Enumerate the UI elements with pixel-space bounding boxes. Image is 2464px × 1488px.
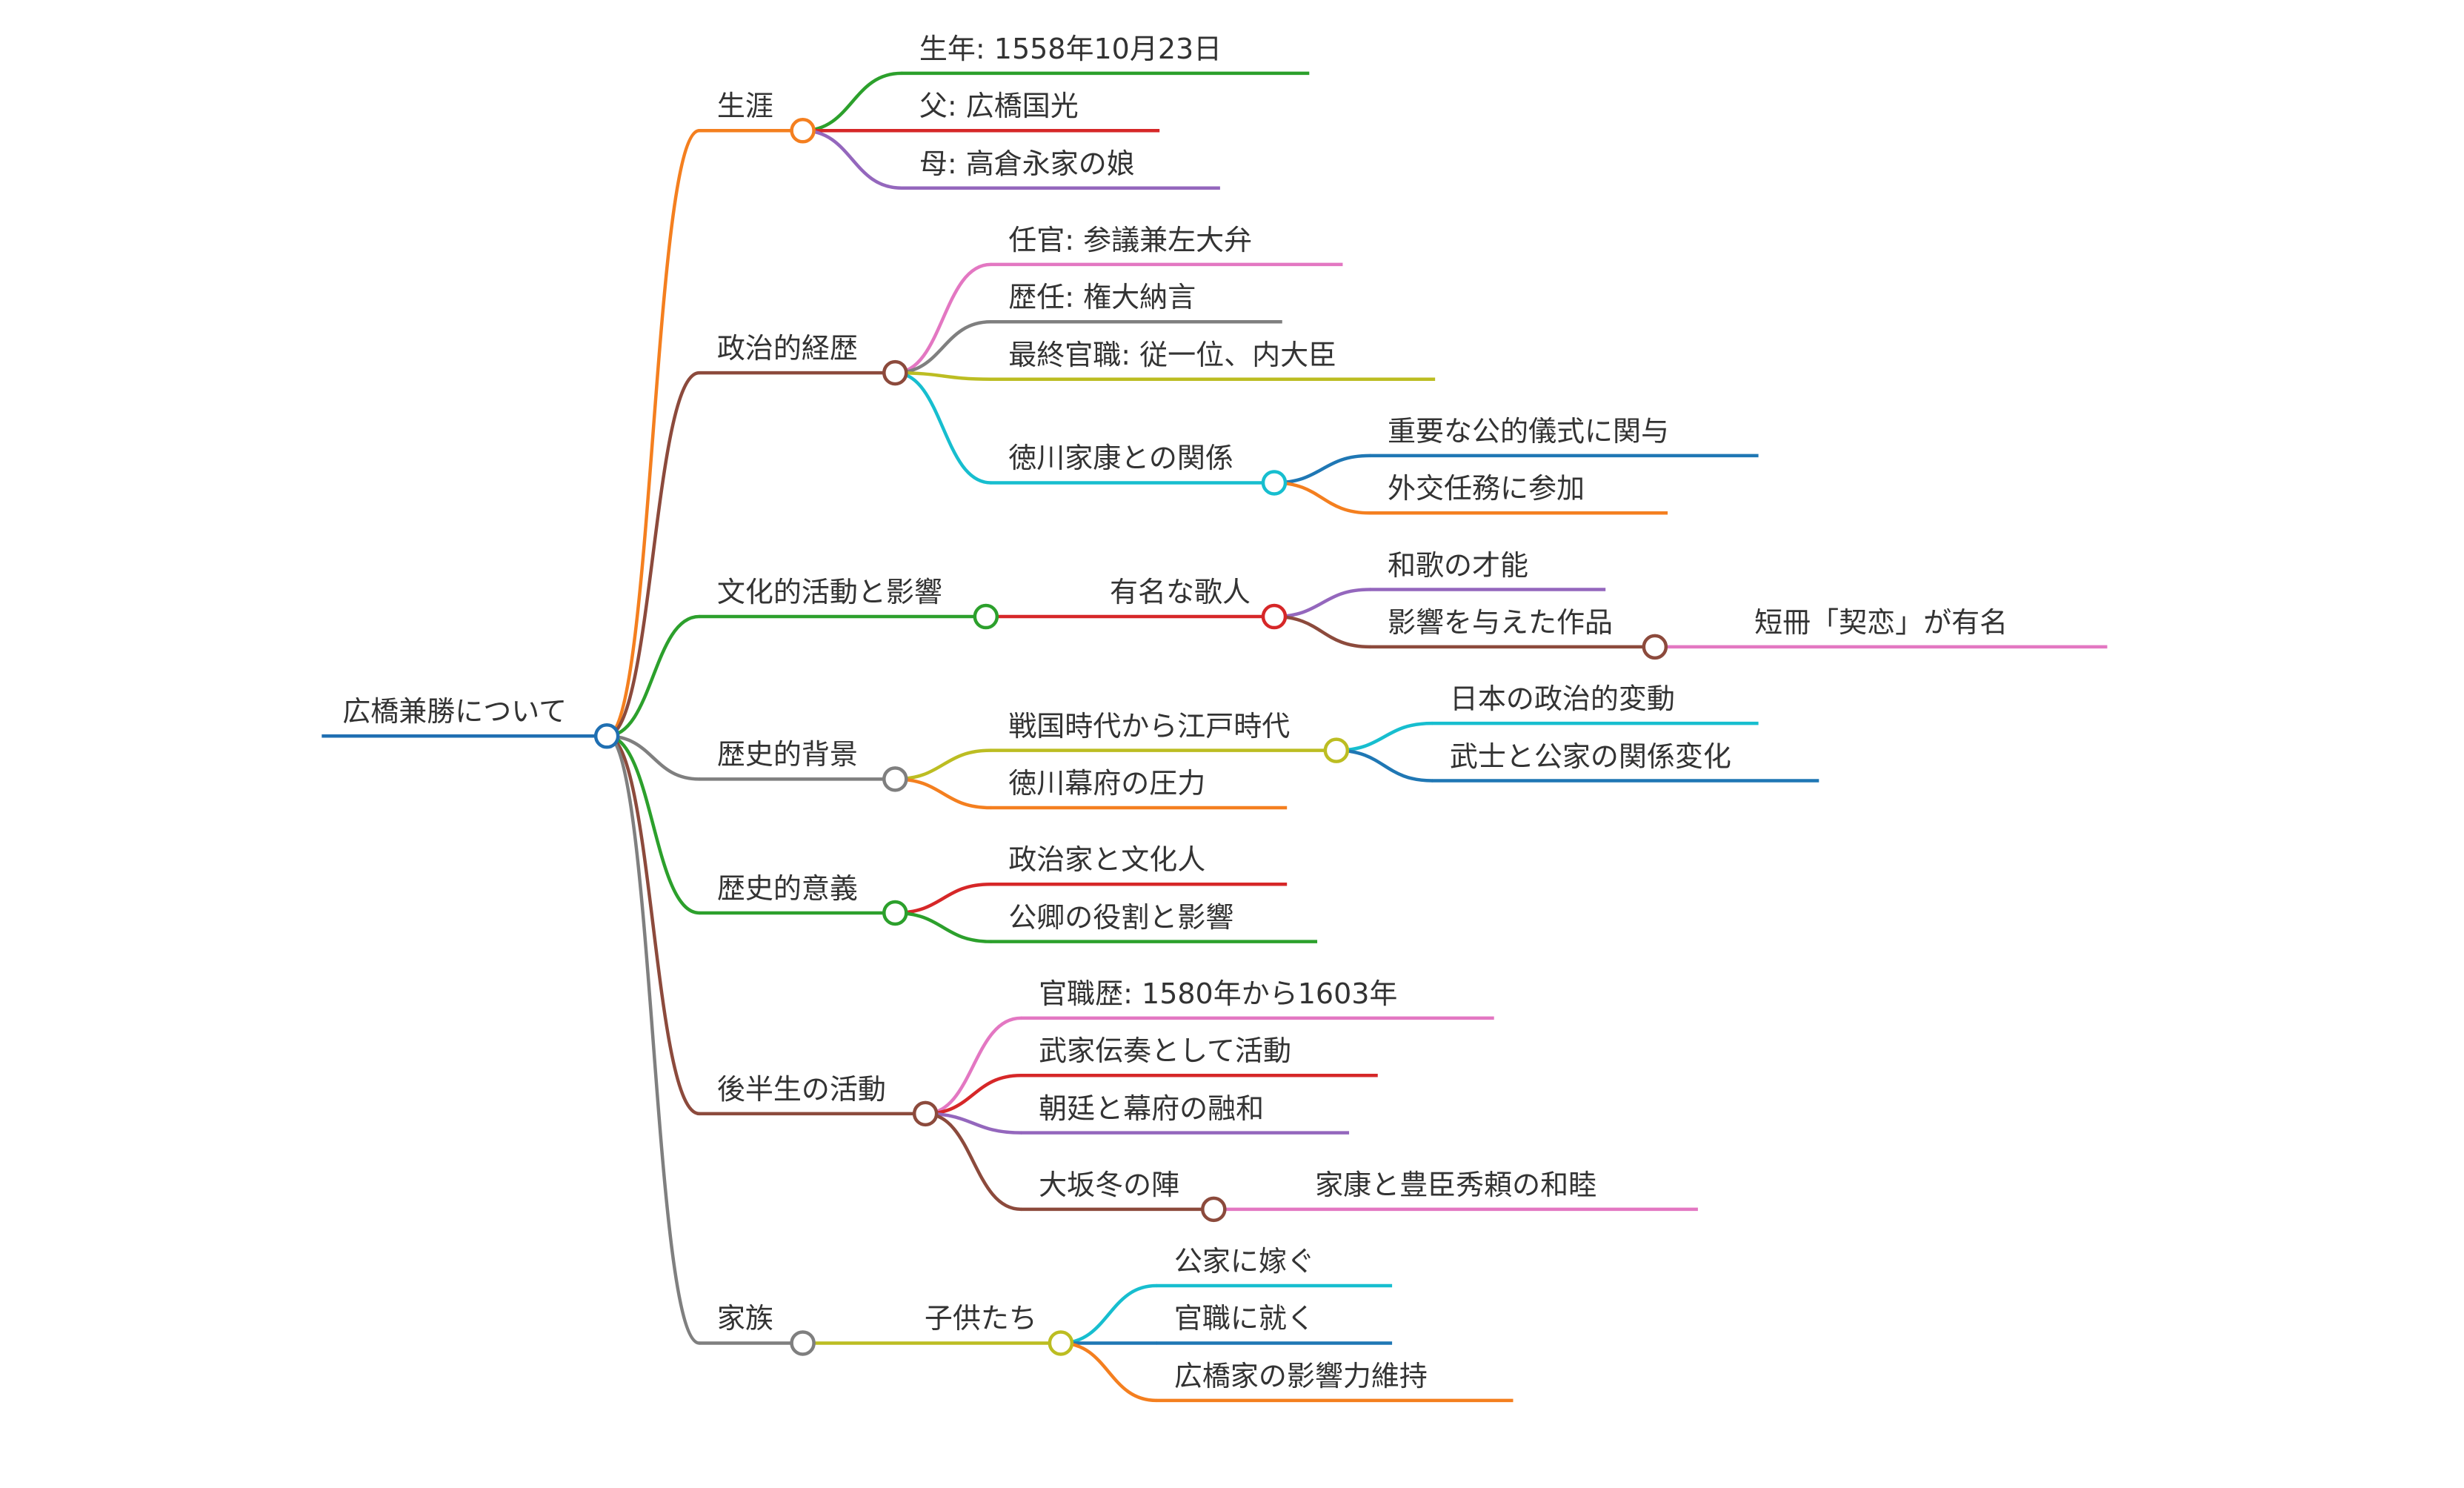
sub-node: 徳川家康との関係 <box>1008 442 1233 475</box>
connector-line <box>801 129 904 190</box>
sub-node: 子供たち <box>924 1302 1037 1335</box>
connector-line <box>605 734 702 915</box>
connector-line <box>1059 1341 1159 1403</box>
connector-line <box>893 883 993 915</box>
connector-line <box>893 748 993 781</box>
leaf-node: 母: 高倉永家の娘 <box>919 147 1135 180</box>
leaf-node: 父: 広橋国光 <box>919 90 1079 123</box>
branch-node: 政治的経歴 <box>716 332 858 365</box>
leaf-node: 官職に就く <box>1173 1302 1315 1335</box>
connector-line <box>801 71 904 133</box>
connector-line <box>923 1112 1023 1212</box>
branch-node: 文化的活動と影響 <box>716 576 942 609</box>
node-toggle-circle[interactable] <box>882 766 908 792</box>
connector-line <box>893 371 993 485</box>
node-toggle-circle[interactable] <box>1261 470 1288 496</box>
root-node: 広橋兼勝について <box>342 695 567 728</box>
leaf-node: 朝廷と幕府の融和 <box>1039 1092 1265 1125</box>
branch-node: 家族 <box>716 1302 773 1335</box>
leaf-node: 徳川幕府の圧力 <box>1008 767 1206 800</box>
connector-group <box>605 71 1657 1403</box>
sub-node: 影響を与えた作品 <box>1388 605 1614 639</box>
connector-line <box>923 1074 1023 1116</box>
connector-line <box>893 320 993 375</box>
sub-node: 有名な歌人 <box>1109 576 1251 609</box>
connector-line <box>605 734 702 1116</box>
leaf-node: 公家に嫁ぐ <box>1173 1245 1315 1278</box>
connector-line <box>605 614 702 738</box>
node-toggle-circle[interactable] <box>593 723 620 749</box>
connector-line <box>923 1112 1023 1135</box>
leaf-node: 日本の政治的変動 <box>1449 682 1675 716</box>
connector-line <box>893 777 993 810</box>
connector-line <box>1059 1283 1159 1345</box>
leaf-node: 広橋家の影響力維持 <box>1173 1359 1428 1392</box>
connector-line <box>605 129 702 738</box>
node-toggle-circle[interactable] <box>1261 603 1288 630</box>
connector-line <box>605 734 702 1345</box>
node-circle-group <box>593 118 1668 1356</box>
leaf-node: 外交任務に参加 <box>1388 472 1585 505</box>
connector-line <box>893 371 993 381</box>
node-toggle-circle[interactable] <box>1642 634 1668 660</box>
connector-line <box>1334 721 1434 752</box>
node-toggle-circle[interactable] <box>1323 737 1350 763</box>
leaf-node: 短冊「契恋」が有名 <box>1754 605 2008 639</box>
sub-node: 大坂冬の陣 <box>1039 1168 1180 1201</box>
node-toggle-circle[interactable] <box>882 359 908 386</box>
leaf-node: 生年: 1558年10月23日 <box>919 32 1222 65</box>
leaf-node: 最終官職: 従一位、内大臣 <box>1008 338 1337 371</box>
node-toggle-circle[interactable] <box>790 118 816 144</box>
leaf-node: 歴任: 権大納言 <box>1008 281 1196 314</box>
node-toggle-circle[interactable] <box>1048 1330 1074 1356</box>
leaf-node: 任官: 参議兼左大弁 <box>1008 223 1253 256</box>
leaf-node: 重要な公的儀式に関与 <box>1388 414 1670 448</box>
sub-node: 戦国時代から江戸時代 <box>1008 709 1291 743</box>
node-toggle-circle[interactable] <box>790 1330 816 1356</box>
connector-line <box>923 1016 1023 1116</box>
connector-line <box>605 734 702 781</box>
leaf-node: 武士と公家の関係変化 <box>1449 740 1731 773</box>
branch-node: 生涯 <box>716 90 773 123</box>
connector-line <box>1272 588 1372 619</box>
underline-group <box>322 71 2108 1403</box>
branch-node: 歴史的意義 <box>716 871 858 905</box>
connector-line <box>1272 614 1372 649</box>
connector-line <box>1272 454 1372 485</box>
node-toggle-circle[interactable] <box>973 603 999 630</box>
leaf-node: 官職歴: 1580年から1603年 <box>1039 977 1398 1010</box>
connector-line <box>893 911 993 943</box>
node-toggle-circle[interactable] <box>1201 1196 1227 1223</box>
leaf-node: 公卿の役割と影響 <box>1008 900 1234 934</box>
connector-line <box>893 262 993 375</box>
connector-line <box>605 371 702 738</box>
connector-line <box>1272 481 1372 515</box>
leaf-node: 政治家と文化人 <box>1008 843 1206 877</box>
node-toggle-circle[interactable] <box>912 1100 939 1127</box>
leaf-node: 家康と豊臣秀頼の和睦 <box>1315 1168 1597 1201</box>
node-toggle-circle[interactable] <box>882 900 908 926</box>
leaf-node: 武家伝奏として活動 <box>1039 1034 1292 1068</box>
connector-line <box>1334 748 1434 783</box>
branch-node: 後半生の活動 <box>716 1072 886 1106</box>
branch-node: 歴史的背景 <box>716 738 858 771</box>
leaf-node: 和歌の才能 <box>1388 548 1529 582</box>
